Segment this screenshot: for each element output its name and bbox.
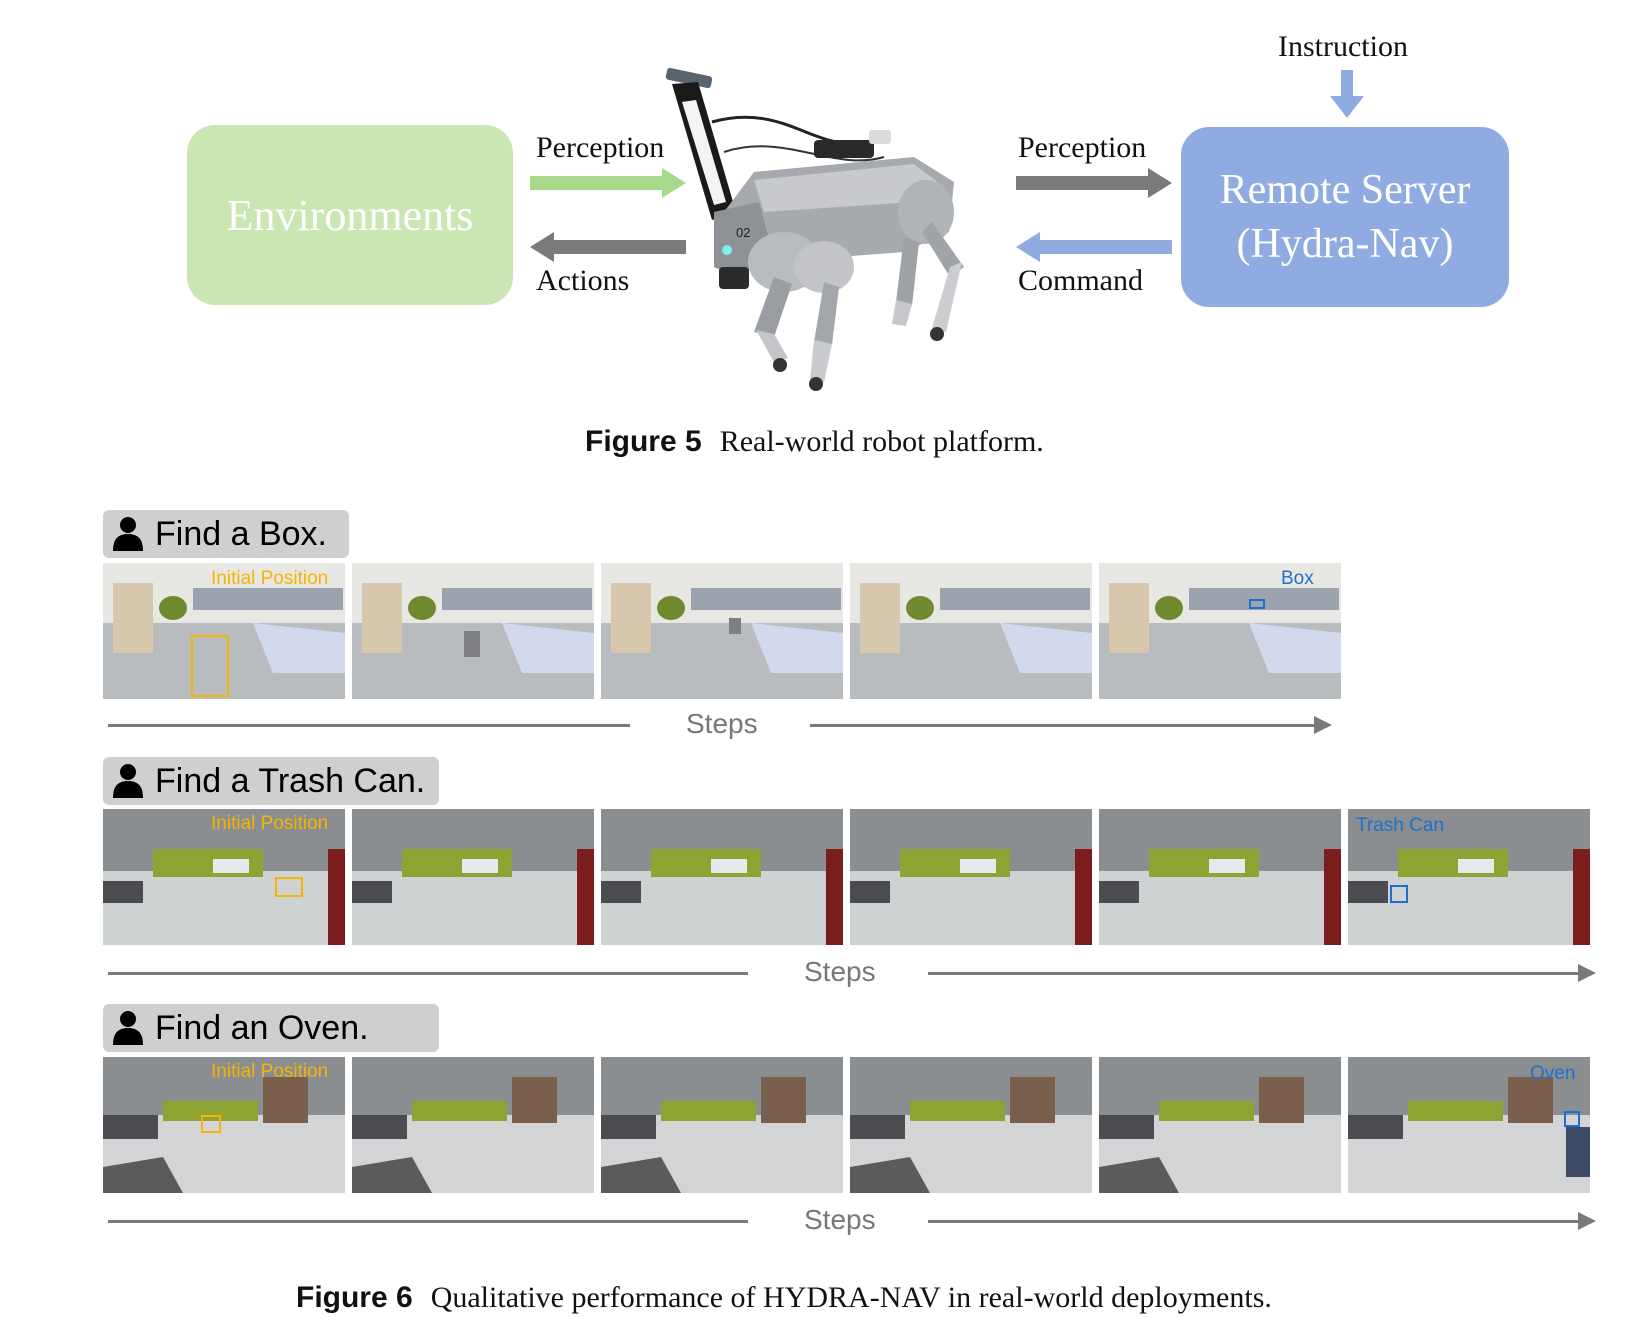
- robot-bounding-box: [275, 877, 303, 897]
- robot-bounding-box: [201, 1115, 221, 1133]
- hall-scene-image: [601, 1057, 843, 1193]
- hall-scene-image: [1348, 1057, 1590, 1193]
- task-label-text: Find a Box.: [155, 514, 327, 553]
- robot-bounding-box: [191, 635, 229, 697]
- office-scene-image: [352, 563, 594, 699]
- person-icon: [113, 1011, 143, 1045]
- task-label-text: Find a Trash Can.: [155, 761, 426, 800]
- target-bounding-box: [1390, 885, 1408, 903]
- target-tag: Box: [1281, 568, 1314, 589]
- person-icon: [113, 517, 143, 551]
- robot-dog-image: 02: [665, 67, 964, 391]
- figure5-caption-text: Real-world robot platform.: [719, 425, 1044, 458]
- steps-line-right: [928, 972, 1584, 975]
- steps-label: Steps: [804, 1204, 876, 1235]
- person-icon: [113, 764, 143, 798]
- environments-box: Environments: [187, 125, 513, 305]
- target-bounding-box: [1249, 599, 1265, 609]
- row2-frame-2: [352, 809, 594, 945]
- row3-frame-2: [352, 1057, 594, 1193]
- row2-frame-6: Trash Can: [1348, 809, 1590, 945]
- hall-scene-image: [601, 809, 843, 945]
- figure5-caption: Figure 5 Real-world robot platform.: [585, 425, 1044, 459]
- row1-frame-2: [352, 563, 594, 699]
- hall-scene-image: [1348, 809, 1590, 945]
- row3-frame-1: Initial Position: [103, 1057, 345, 1193]
- row1-frame-5: Box: [1099, 563, 1341, 699]
- row1-frame-3: [601, 563, 843, 699]
- initial-position-tag: Initial Position: [211, 1061, 329, 1082]
- task-label-box: Find a Box.: [103, 510, 349, 558]
- command-label: Command: [1018, 264, 1143, 297]
- steps-label: Steps: [804, 956, 876, 987]
- target-tag: Oven: [1530, 1063, 1576, 1084]
- perception-right-label: Perception: [1018, 131, 1147, 164]
- steps-arrowhead: [1314, 716, 1332, 734]
- hall-scene-image: [103, 809, 345, 945]
- office-scene-image: [103, 563, 345, 699]
- task-label-text: Find an Oven.: [155, 1008, 369, 1047]
- figure6-caption-text: Qualitative performance of HYDRA-NAV in …: [430, 1281, 1272, 1314]
- figure6-caption: Figure 6 Qualitative performance of HYDRA…: [296, 1281, 1272, 1315]
- row1-frame-1: Initial Position: [103, 563, 345, 699]
- steps-line-left: [108, 724, 630, 727]
- target-bounding-box: [1564, 1111, 1580, 1127]
- steps-line-left: [108, 1220, 748, 1223]
- environments-label: Environments: [226, 190, 474, 240]
- actions-arrow: [530, 232, 686, 262]
- task-label-box: Find a Trash Can.: [103, 757, 439, 805]
- row1-frame-4: [850, 563, 1092, 699]
- hall-scene-image: [1099, 1057, 1341, 1193]
- row2-frame-1: Initial Position: [103, 809, 345, 945]
- task-label-box: Find an Oven.: [103, 1004, 439, 1052]
- steps-arrowhead: [1578, 964, 1596, 982]
- row3-frame-4: [850, 1057, 1092, 1193]
- steps-label: Steps: [686, 708, 758, 739]
- instruction-arrow: [1330, 70, 1364, 118]
- office-scene-image: [601, 563, 843, 699]
- figure5-number: Figure 5: [585, 425, 702, 458]
- office-scene-image: [1099, 563, 1341, 699]
- hall-scene-image: [352, 1057, 594, 1193]
- initial-position-tag: Initial Position: [211, 568, 329, 589]
- row2-frame-3: [601, 809, 843, 945]
- hall-scene-image: [1099, 809, 1341, 945]
- instruction-label: Instruction: [1278, 30, 1408, 63]
- perception-arrow-green: [530, 168, 686, 198]
- server-label-line2: (Hydra-Nav): [1236, 221, 1454, 267]
- server-label-line1: Remote Server: [1219, 167, 1471, 213]
- figure6-number: Figure 6: [296, 1281, 413, 1314]
- perception-left-label: Perception: [536, 131, 665, 164]
- hall-scene-image: [850, 809, 1092, 945]
- hall-scene-image: [103, 1057, 345, 1193]
- hall-scene-image: [850, 1057, 1092, 1193]
- hall-scene-image: [352, 809, 594, 945]
- row3-frame-6: Oven: [1348, 1057, 1590, 1193]
- initial-position-tag: Initial Position: [211, 813, 329, 834]
- steps-line-right: [928, 1220, 1584, 1223]
- row2-frame-5: [1099, 809, 1341, 945]
- robot-badge: 02: [736, 225, 750, 240]
- actions-label: Actions: [536, 264, 630, 297]
- row2-frame-4: [850, 809, 1092, 945]
- row3-frame-3: [601, 1057, 843, 1193]
- row3-frame-5: [1099, 1057, 1341, 1193]
- perception-arrow-gray: [1016, 168, 1172, 198]
- steps-arrowhead: [1578, 1212, 1596, 1230]
- steps-line-left: [108, 972, 748, 975]
- command-arrow: [1016, 232, 1172, 262]
- steps-line-right: [810, 724, 1318, 727]
- office-scene-image: [850, 563, 1092, 699]
- target-tag: Trash Can: [1356, 815, 1444, 836]
- remote-server-box: Remote Server (Hydra-Nav): [1181, 127, 1509, 307]
